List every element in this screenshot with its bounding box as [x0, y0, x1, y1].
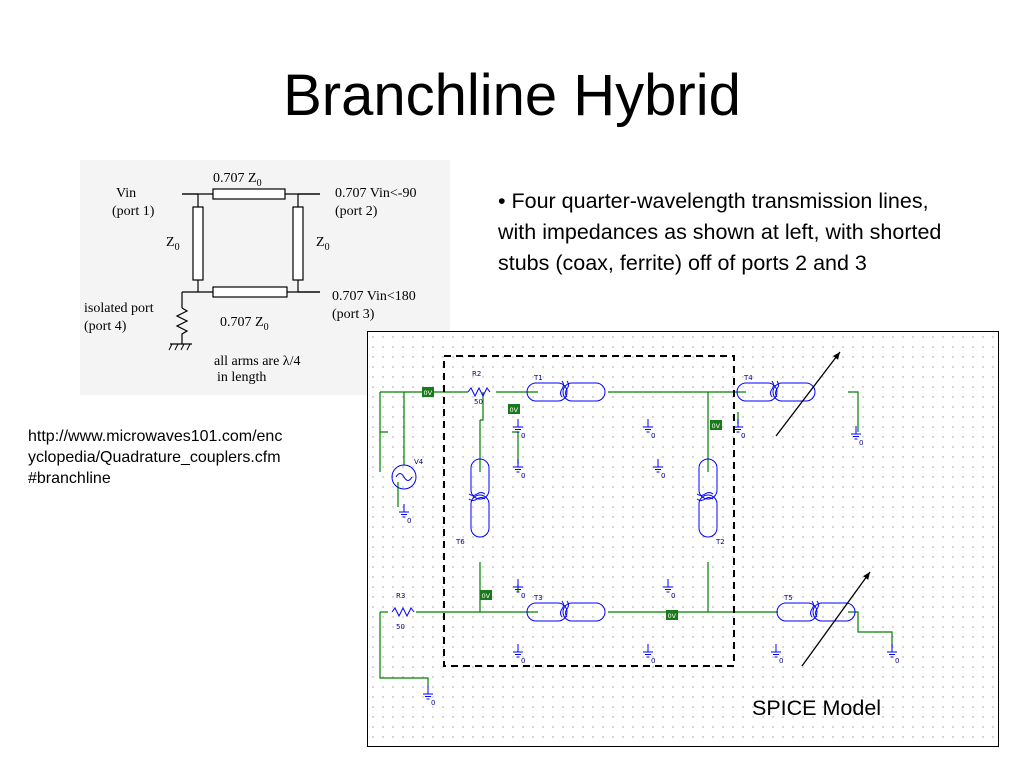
resistor-r2	[467, 386, 491, 398]
voltage-probe	[508, 404, 520, 414]
voltage-probe	[710, 420, 722, 430]
top-line-element	[212, 188, 286, 200]
ground-label: 0	[741, 432, 745, 440]
port1-sub-label: (port 1)	[112, 204, 155, 219]
port4-label: isolated port	[84, 301, 154, 316]
ground-label: 0	[671, 592, 675, 600]
ground-icon	[423, 686, 433, 700]
arrow-stub-port2	[775, 351, 841, 437]
transmission-line-t1-label: T1	[533, 374, 543, 382]
right-impedance-label: Z0	[316, 235, 330, 253]
ground-icon	[663, 579, 673, 593]
port3-label: 0.707 Vin<180	[332, 289, 416, 304]
v4-label: V4	[414, 458, 424, 466]
note-label: all arms are λ/4	[214, 354, 300, 369]
spice-caption: SPICE Model	[752, 696, 882, 720]
ground-icon	[653, 459, 663, 473]
transmission-line-t4	[736, 380, 816, 402]
transmission-line-t5-label: T5	[783, 594, 793, 602]
probe-label: 0V	[668, 612, 677, 620]
ground-label: 0	[859, 439, 863, 447]
transmission-line-t4-label: T4	[743, 374, 753, 382]
ground-label: 0	[895, 657, 899, 665]
wire	[379, 612, 429, 687]
branchline-diagram-svg: 0.707 Z0 0.707 Z0 Z0 Z0 Vin (port 1) 0.7…	[84, 171, 416, 385]
note-sub-label: in length	[217, 370, 266, 385]
ground-icon	[851, 426, 861, 440]
wire	[848, 391, 859, 432]
resistor-r3	[391, 606, 415, 618]
ground-label: 0	[651, 432, 655, 440]
url-line[interactable]: #branchline	[28, 470, 111, 487]
port3-sub-label: (port 3)	[332, 307, 375, 322]
ground-icon	[643, 644, 653, 658]
transmission-line-t6-label: T6	[455, 538, 465, 546]
r2-label: R2	[472, 370, 481, 378]
arrow-stub-port3	[801, 571, 871, 667]
ground-label: 0	[431, 699, 435, 707]
bottom-line-element	[212, 286, 288, 298]
port4-resistor	[175, 307, 189, 344]
ground-icon	[643, 419, 653, 433]
left-impedance-label: Z0	[166, 235, 180, 253]
grid-background	[368, 332, 998, 746]
ground-label: 0	[407, 517, 411, 525]
probe-label: 0V	[510, 406, 519, 414]
ground-label: 0	[651, 657, 655, 665]
arrow-stub-port3-head	[863, 572, 870, 580]
ground-icon	[513, 459, 523, 473]
voltage-probe	[666, 610, 678, 620]
ground-icon	[513, 644, 523, 658]
r3-value: 50	[396, 623, 405, 631]
bottom-impedance-label: 0.707 Z0	[220, 315, 269, 333]
left-line-element	[192, 206, 204, 281]
voltage-source-v4	[391, 464, 417, 490]
r3-label: R3	[396, 592, 405, 600]
port1-label: Vin	[116, 186, 136, 201]
arrow-stub-port2-head	[833, 352, 840, 360]
components	[391, 351, 897, 700]
voltage-probe	[422, 387, 434, 397]
transmission-line-t6	[468, 458, 490, 538]
ground-label: 0	[521, 657, 525, 665]
url-line[interactable]: http://www.microwaves101.com/enc	[28, 428, 283, 445]
ground-icon	[513, 419, 523, 433]
ground-label: 0	[661, 472, 665, 480]
probe-label: 0V	[712, 422, 721, 430]
transmission-line-t2-label: T2	[715, 538, 725, 546]
probe-label: 0V	[424, 389, 433, 397]
port2-sub-label: (port 2)	[335, 204, 378, 219]
url-line[interactable]: yclopedia/Quadrature_couplers.cfm	[28, 449, 281, 466]
transmission-line-t3	[526, 600, 606, 622]
port2-label: 0.707 Vin<-90	[335, 186, 416, 201]
ground-label: 0	[521, 432, 525, 440]
wire	[480, 392, 484, 421]
source-url[interactable]: http://www.microwaves101.com/enc ycloped…	[28, 426, 358, 489]
transmission-line-t5	[776, 600, 856, 622]
bullet-text: • Four quarter-wavelength transmission l…	[498, 189, 942, 275]
port4-sub-label: (port 4)	[84, 319, 127, 334]
ground-icon	[771, 644, 781, 658]
probe-label: 0V	[482, 592, 491, 600]
ground-label: 0	[521, 472, 525, 480]
transmission-line-t2	[696, 458, 718, 538]
right-line-element	[292, 206, 304, 281]
slide-title: Branchline Hybrid	[283, 63, 741, 128]
top-impedance-label: 0.707 Z0	[213, 171, 262, 189]
ground-icon	[513, 579, 523, 593]
ground-icon	[887, 644, 897, 658]
ground-label: 0	[521, 592, 525, 600]
voltage-probe	[480, 590, 492, 600]
transmission-line-t3-label: T3	[533, 594, 543, 602]
branchline-diagram: 0.707 Z0 0.707 Z0 Z0 Z0 Vin (port 1) 0.7…	[80, 160, 450, 395]
transmission-line-t1	[526, 380, 606, 402]
hybrid-boundary	[443, 355, 735, 667]
ground-icon	[399, 504, 409, 518]
r2-value: 50	[474, 398, 483, 406]
ground-label: 0	[779, 657, 783, 665]
